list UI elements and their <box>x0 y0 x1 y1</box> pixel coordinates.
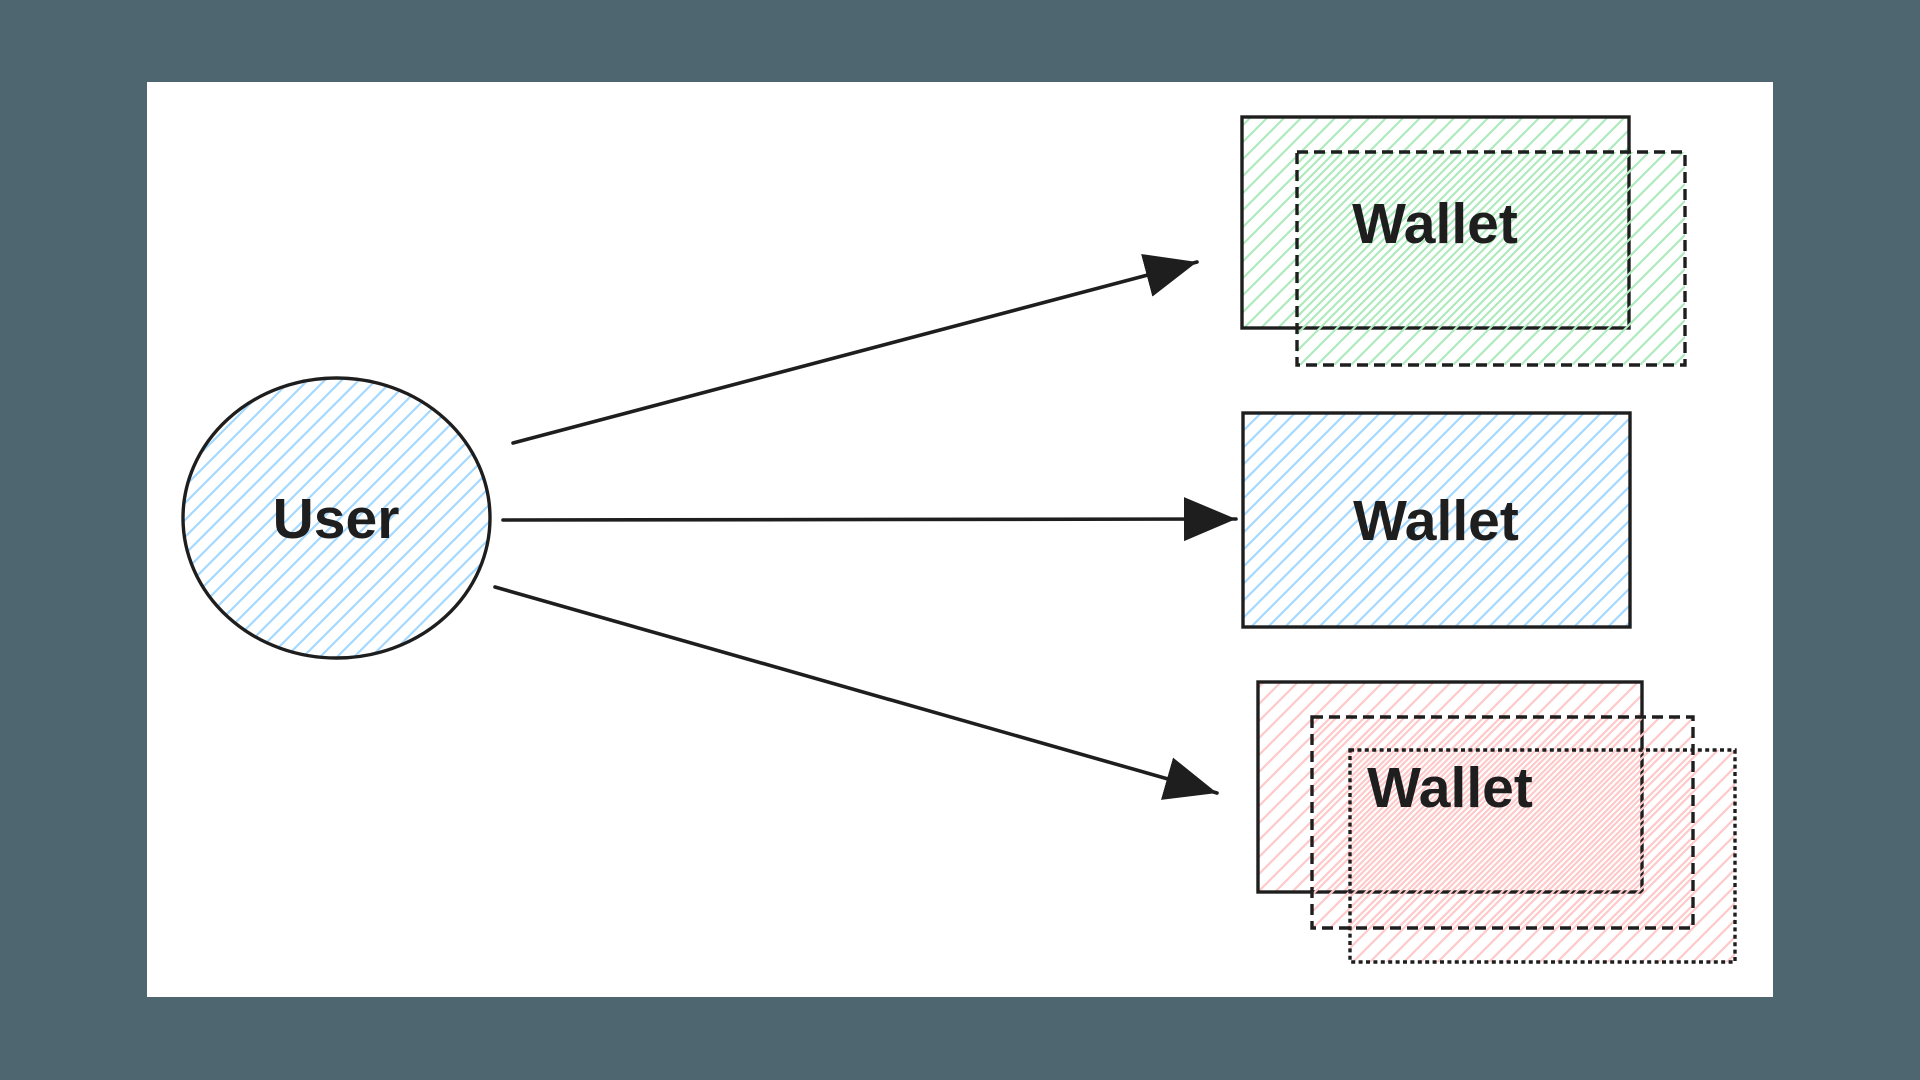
wallet-red-label: Wallet <box>1367 756 1533 820</box>
wallet-green-front-rect <box>1295 150 1687 367</box>
arrow-user-to-green-wallet <box>511 254 1199 445</box>
wallet-blue-group: Wallet <box>1241 411 1632 629</box>
diagram-svg: Wallet Wallet Wallet User <box>181 115 1737 964</box>
wallet-green-group: Wallet <box>1240 115 1687 367</box>
wallet-blue-label: Wallet <box>1353 489 1519 553</box>
user-label: User <box>273 487 400 551</box>
user-group: User <box>181 376 492 660</box>
user-circle <box>181 376 492 660</box>
wallet-red-group: Wallet <box>1256 680 1737 964</box>
wallet-red-front-rect <box>1348 748 1737 964</box>
wallet-green-label: Wallet <box>1352 192 1518 256</box>
arrow-user-to-blue-wallet <box>501 497 1238 542</box>
arrow-user-to-red-wallet <box>493 585 1219 800</box>
wallet-blue-rect <box>1241 411 1632 629</box>
diagram-canvas: Wallet Wallet Wallet User <box>147 82 1773 997</box>
